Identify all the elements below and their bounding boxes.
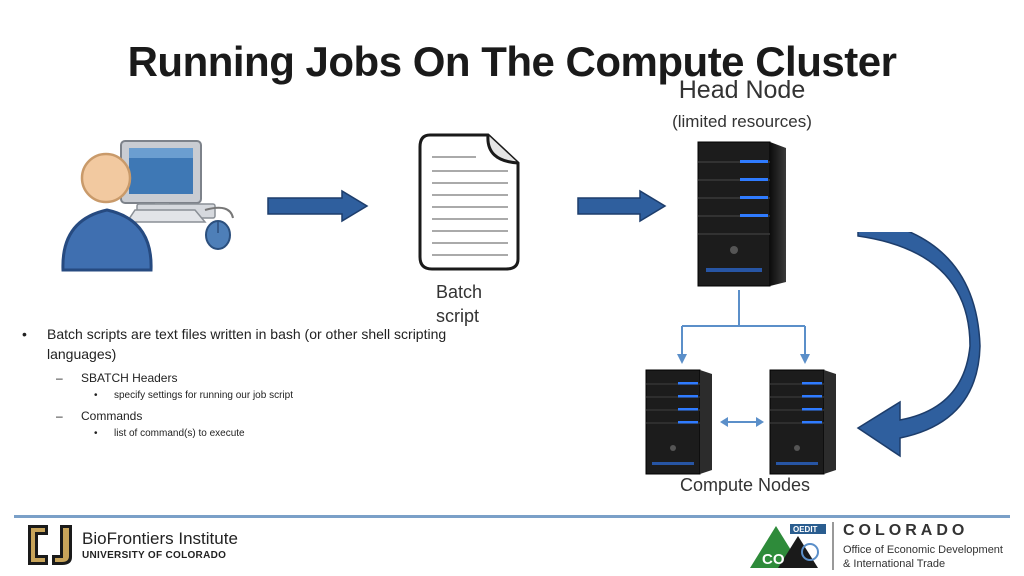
office-name-line1: Office of Economic Development xyxy=(843,544,1003,556)
bullet-list: Batch scripts are text files written in … xyxy=(22,324,512,443)
compute-node-server-icon xyxy=(645,369,712,475)
logo-initials: CO xyxy=(762,551,785,568)
batch-script-label: Batch script xyxy=(436,280,502,328)
compute-interconnect-arrow xyxy=(720,417,764,427)
bullet-sbatch-headers: SBATCH Headers xyxy=(22,369,512,387)
flow-arrow-user-to-script xyxy=(267,189,369,223)
university-name: UNIVERSITY OF COLORADO xyxy=(82,550,227,561)
slide-title: Running Jobs On The Compute Cluster xyxy=(127,38,897,85)
compute-node-server-icon xyxy=(769,369,836,475)
user-computer-icon xyxy=(61,140,234,272)
bullet-commands: Commands xyxy=(22,407,512,425)
cu-logo-icon xyxy=(28,525,72,565)
curved-flow-arrow xyxy=(856,232,981,458)
head-node-note: (limited resources) xyxy=(672,112,812,131)
head-to-compute-connector xyxy=(677,290,810,364)
institute-name: BioFrontiers Institute xyxy=(82,529,238,548)
batch-label-line1: Batch xyxy=(436,282,483,302)
document-icon xyxy=(418,133,520,271)
office-name-line2: & International Trade xyxy=(843,558,946,570)
head-node-label: Head Node xyxy=(678,76,806,104)
compute-nodes-label: Compute Nodes xyxy=(679,475,811,495)
bullet-commands-detail: list of command(s) to execute xyxy=(22,425,512,443)
batch-label-line2: script xyxy=(436,306,480,326)
head-node-server-icon xyxy=(697,141,786,287)
flow-arrow-script-to-head xyxy=(577,189,667,223)
colorado-oedit-logo-icon: CO OEDIT xyxy=(750,524,826,568)
colorado-wordmark: COLORADO xyxy=(843,522,969,539)
logo-badge: OEDIT xyxy=(793,525,818,534)
logo-separator xyxy=(832,522,834,570)
bullet-sbatch-detail: specify settings for running our job scr… xyxy=(22,387,512,405)
bullet-main: Batch scripts are text files written in … xyxy=(22,324,512,364)
footer-divider xyxy=(14,515,1010,518)
